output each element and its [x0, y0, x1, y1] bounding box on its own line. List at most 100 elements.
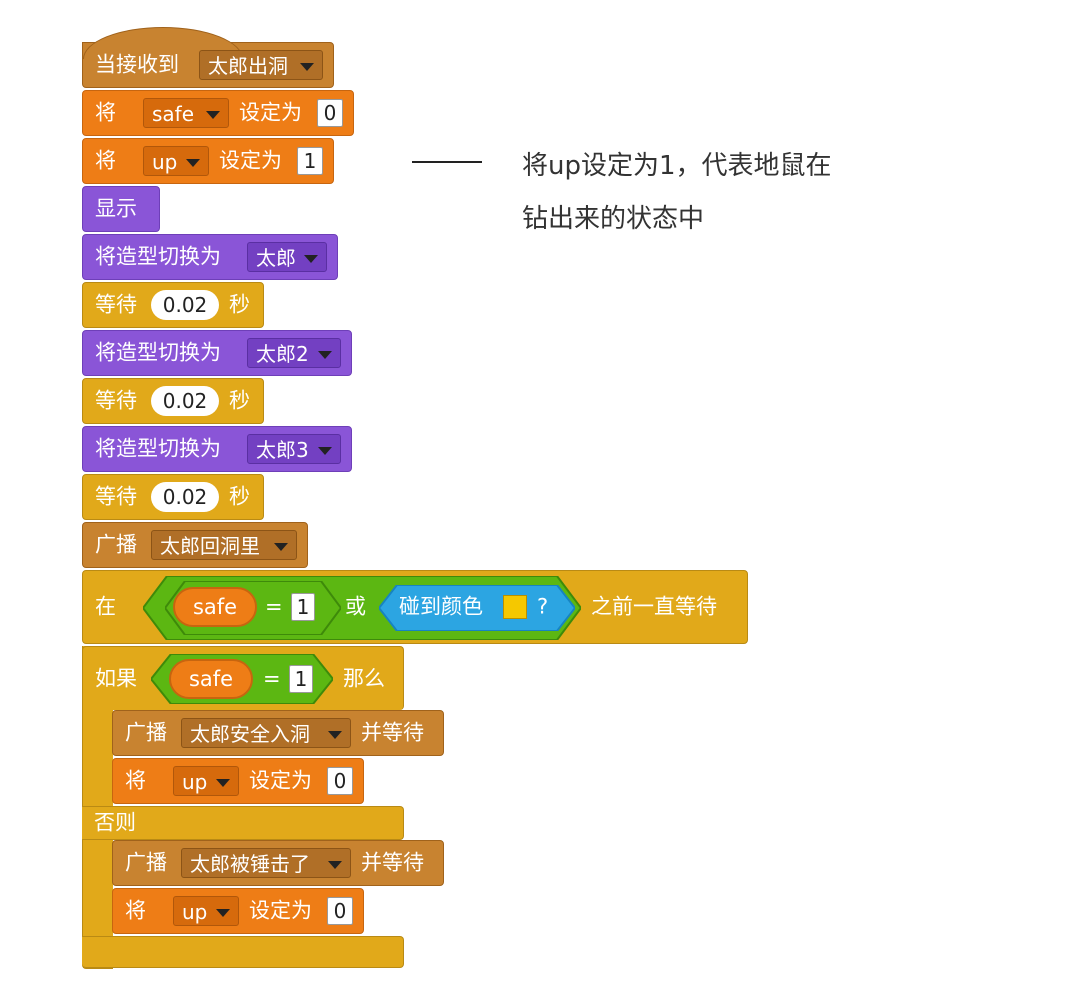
block-label: 秒 [229, 484, 250, 509]
message-dropdown[interactable]: 太郎被锤击了 [181, 848, 351, 878]
set-variable-block[interactable]: 将 safe 设定为 0 [82, 90, 354, 136]
block-label: 将 [95, 148, 116, 173]
safe-variable-reporter[interactable]: safe [169, 658, 253, 699]
wait-block[interactable]: 等待 0.02 秒 [82, 378, 264, 424]
value-input[interactable]: 0 [327, 767, 353, 795]
block-label: 设定为 [219, 148, 282, 173]
wait-until-block[interactable]: 在 safe = 1 或 碰到颜色 ? 之前一直等待 [82, 570, 748, 644]
value-input[interactable]: 1 [289, 664, 313, 693]
annotation-line-2: 钻出来的状态中 [522, 204, 705, 234]
if-else-block[interactable]: 如果 safe = 1 那么 否则 广播 太郎安全入洞 并等待 将 up 设定为… [82, 646, 444, 969]
c-block-bottom [82, 936, 404, 968]
safe-variable-reporter[interactable]: safe [173, 587, 257, 627]
dropdown-arrow-icon [206, 111, 220, 119]
equals-sign: = [263, 666, 281, 690]
dropdown-value: safe [152, 102, 195, 126]
dropdown-value: 太郎安全入洞 [190, 722, 310, 746]
else-bar: 否则 [82, 806, 404, 840]
dropdown-value: up [152, 150, 178, 174]
dropdown-value: 太郎2 [256, 342, 309, 366]
annotation-line-1: 将up设定为1，代表地鼠在 [522, 151, 832, 181]
if-header: 如果 safe = 1 那么 [82, 646, 404, 710]
color-swatch[interactable] [503, 595, 527, 619]
block-label: 设定为 [239, 100, 302, 125]
switch-costume-block[interactable]: 将造型切换为 太郎3 [82, 426, 352, 472]
annotation-connector-line [412, 161, 482, 163]
message-dropdown[interactable]: 太郎回洞里 [151, 530, 297, 560]
dropdown-arrow-icon [300, 63, 314, 71]
sensor-label: 碰到颜色 [399, 594, 483, 619]
dropdown-arrow-icon [328, 861, 342, 869]
dropdown-value: 太郎被锤击了 [190, 852, 310, 876]
block-label: 广播 [125, 850, 167, 875]
broadcast-and-wait-block[interactable]: 广播 太郎安全入洞 并等待 [112, 710, 444, 756]
dropdown-arrow-icon [318, 447, 332, 455]
seconds-input[interactable]: 0.02 [151, 386, 219, 416]
message-dropdown[interactable]: 太郎安全入洞 [181, 718, 351, 748]
set-variable-block[interactable]: 将 up 设定为 0 [112, 758, 364, 804]
costume-dropdown[interactable]: 太郎3 [247, 434, 341, 464]
block-label: 等待 [95, 388, 137, 413]
block-label: 之前一直等待 [591, 594, 717, 619]
dropdown-value: 太郎回洞里 [160, 534, 260, 558]
dropdown-arrow-icon [304, 255, 318, 263]
block-label: 将 [125, 898, 146, 923]
else-label: 否则 [94, 810, 136, 835]
block-label: 将造型切换为 [95, 244, 221, 269]
variable-dropdown[interactable]: up [173, 766, 239, 796]
dropdown-arrow-icon [318, 351, 332, 359]
then-label: 那么 [343, 666, 385, 690]
block-label: 在 [95, 594, 116, 619]
wait-block[interactable]: 等待 0.02 秒 [82, 474, 264, 520]
block-label: 广播 [125, 720, 167, 745]
broadcast-block[interactable]: 广播 太郎回洞里 [82, 522, 308, 568]
dropdown-value: 太郎3 [256, 438, 309, 462]
costume-dropdown[interactable]: 太郎 [247, 242, 327, 272]
show-block[interactable]: 显示 [82, 186, 160, 232]
dropdown-value: up [182, 770, 208, 794]
dropdown-arrow-icon [328, 731, 342, 739]
switch-costume-block[interactable]: 将造型切换为 太郎 [82, 234, 338, 280]
dropdown-value: up [182, 900, 208, 924]
block-label: 广播 [95, 532, 137, 557]
value-input[interactable]: 1 [291, 593, 315, 621]
seconds-input[interactable]: 0.02 [151, 290, 219, 320]
when-i-receive-hat-block[interactable]: 当接收到 太郎出洞 [82, 27, 334, 88]
block-label: 秒 [229, 292, 250, 317]
dropdown-value: 太郎出洞 [208, 54, 288, 78]
dropdown-value: 太郎 [256, 246, 296, 270]
block-label: 当接收到 [95, 52, 179, 77]
value-input[interactable]: 0 [317, 99, 343, 127]
block-label: 秒 [229, 388, 250, 413]
dropdown-arrow-icon [274, 543, 288, 551]
seconds-input[interactable]: 0.02 [151, 482, 219, 512]
dropdown-arrow-icon [216, 909, 230, 917]
message-dropdown[interactable]: 太郎出洞 [199, 50, 323, 80]
block-label: 将 [125, 768, 146, 793]
value-input[interactable]: 0 [327, 897, 353, 925]
block-label: 等待 [95, 292, 137, 317]
switch-costume-block[interactable]: 将造型切换为 太郎2 [82, 330, 352, 376]
block-label: 并等待 [361, 850, 424, 875]
or-label: 或 [345, 594, 366, 619]
block-label: 设定为 [249, 768, 312, 793]
block-label: 并等待 [361, 720, 424, 745]
set-variable-block[interactable]: 将 up 设定为 1 [82, 138, 334, 184]
wait-block[interactable]: 等待 0.02 秒 [82, 282, 264, 328]
costume-dropdown[interactable]: 太郎2 [247, 338, 341, 368]
dropdown-arrow-icon [216, 779, 230, 787]
broadcast-and-wait-block[interactable]: 广播 太郎被锤击了 并等待 [112, 840, 444, 886]
block-label: 将造型切换为 [95, 340, 221, 365]
question-mark: ? [537, 594, 549, 619]
variable-dropdown[interactable]: safe [143, 98, 229, 128]
block-label: 将 [95, 100, 116, 125]
variable-dropdown[interactable]: up [173, 896, 239, 926]
block-label: 设定为 [249, 898, 312, 923]
block-label: 等待 [95, 484, 137, 509]
block-label: 显示 [95, 196, 137, 221]
set-variable-block[interactable]: 将 up 设定为 0 [112, 888, 364, 934]
dropdown-arrow-icon [186, 159, 200, 167]
value-input[interactable]: 1 [297, 147, 323, 175]
variable-dropdown[interactable]: up [143, 146, 209, 176]
if-label: 如果 [95, 666, 137, 690]
